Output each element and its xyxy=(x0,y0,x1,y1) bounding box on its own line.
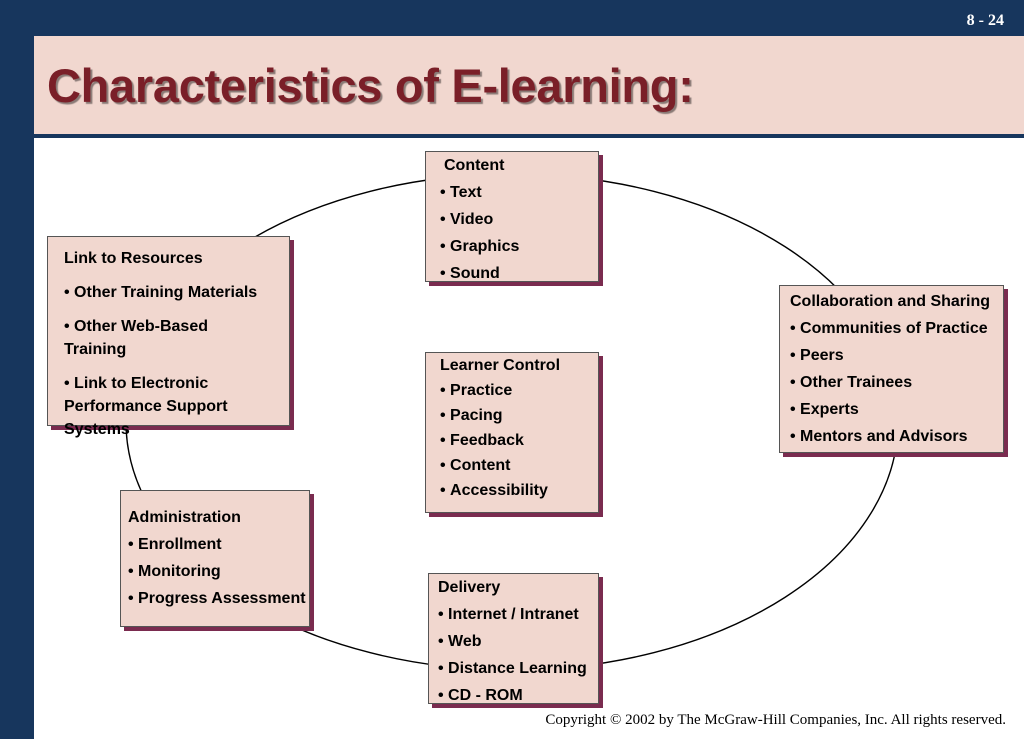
copyright-notice: Copyright © 2002 by The McGraw-Hill Comp… xyxy=(545,712,1006,728)
collaboration-item: Mentors and Advisors xyxy=(790,423,993,450)
resources-item: Link to Electronic Performance Support S… xyxy=(64,372,264,441)
delivery-item: CD - ROM xyxy=(438,682,589,709)
delivery-item: Web xyxy=(438,628,589,655)
learner-control-item: Accessibility xyxy=(440,478,584,503)
content-heading: Content xyxy=(444,157,505,174)
collaboration-item: Experts xyxy=(790,396,993,423)
resources-item: Other Training Materials xyxy=(64,281,273,304)
learner-control-item: Practice xyxy=(440,378,584,403)
learner-control-heading: Learner Control xyxy=(440,357,561,374)
page-number: 8 - 24 xyxy=(966,12,1004,29)
administration-item: Enrollment xyxy=(128,531,302,558)
delivery-item: Internet / Intranet xyxy=(438,601,589,628)
resources-item: Other Web-Based Training xyxy=(64,315,273,361)
collaboration-heading: Collaboration and Sharing xyxy=(790,293,991,310)
content-item: Video xyxy=(440,206,584,233)
left-accent-bar xyxy=(0,0,34,739)
resources-heading: Link to Resources xyxy=(64,250,203,267)
learner-control-box: Learner Control Practice Pacing Feedback… xyxy=(425,352,599,513)
collaboration-item: Other Trainees xyxy=(790,369,993,396)
administration-box: Administration Enrollment Monitoring Pro… xyxy=(120,490,310,627)
delivery-box: Delivery Internet / Intranet Web Distanc… xyxy=(428,573,599,704)
administration-item: Monitoring xyxy=(128,558,302,585)
learner-control-item: Pacing xyxy=(440,403,584,428)
resources-box: Link to Resources Other Training Materia… xyxy=(47,236,290,438)
top-accent-bar xyxy=(0,0,1024,36)
collaboration-box: Collaboration and Sharing Communities of… xyxy=(779,285,1004,453)
delivery-item: Distance Learning xyxy=(438,655,589,682)
delivery-heading: Delivery xyxy=(438,579,501,596)
content-box: Content Text Video Graphics Sound xyxy=(425,151,599,282)
administration-item: Progress Assessment xyxy=(128,585,306,612)
learner-control-item: Feedback xyxy=(440,428,584,453)
slide-title: Characteristics of E-learning: xyxy=(47,59,694,112)
content-item: Graphics xyxy=(440,233,584,260)
administration-heading: Administration xyxy=(128,509,241,526)
content-item: Sound xyxy=(440,260,584,287)
collaboration-item: Communities of Practice xyxy=(790,315,993,342)
title-band: Characteristics of E-learning: xyxy=(34,36,1024,138)
learner-control-item: Content xyxy=(440,453,584,478)
content-item: Text xyxy=(440,179,584,206)
collaboration-item: Peers xyxy=(790,342,993,369)
